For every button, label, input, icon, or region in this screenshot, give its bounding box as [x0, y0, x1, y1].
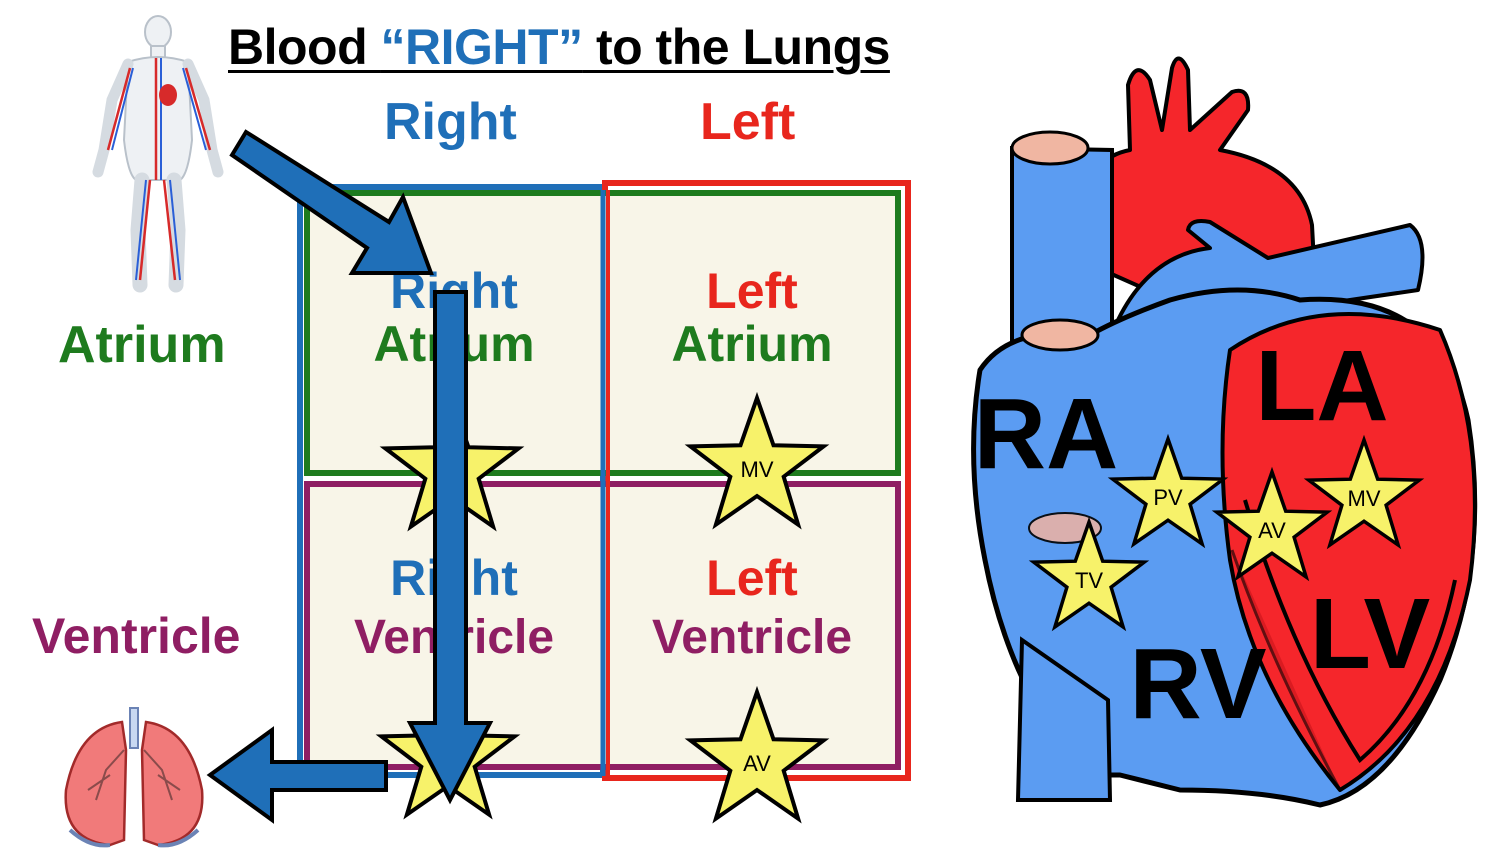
- row-header-ventricle: Ventricle: [32, 608, 241, 664]
- flow-arrow-rv-to-lungs: [206, 726, 388, 824]
- column-header-right: Right: [384, 93, 517, 151]
- aortic-star-grid: AV: [688, 690, 826, 821]
- page-title: Blood “RIGHT” to the Lungs: [228, 18, 890, 76]
- cell-left-atrium-line2: Atrium: [671, 316, 832, 372]
- flow-arrow-ra-to-rv: [406, 290, 494, 805]
- column-header-left: Left: [700, 93, 796, 151]
- heart-valve-label-av: AV: [1258, 518, 1286, 543]
- mitral-star-label: MV: [741, 457, 774, 482]
- heart-valve-star-pv: PV: [1111, 437, 1225, 546]
- heart-label-rv: RV: [1129, 628, 1266, 740]
- heart-valve-star-av: AV: [1215, 470, 1329, 579]
- cell-left-atrium-line1: Left: [706, 263, 798, 319]
- heart-valve-star-mv: MV: [1307, 438, 1421, 547]
- heart-valve-label-tv: TV: [1075, 568, 1103, 593]
- flow-arrow-body-to-ra: [229, 129, 434, 275]
- heart-label-lv: LV: [1310, 578, 1431, 690]
- title-suffix: to the Lungs: [582, 19, 890, 75]
- cell-left-ventricle-line1: Left: [706, 550, 798, 606]
- heart-label-la: LA: [1255, 330, 1388, 442]
- heart-label-ra: RA: [974, 378, 1118, 490]
- title-highlight: “RIGHT”: [380, 19, 584, 75]
- heart-valve-label-mv: MV: [1348, 486, 1381, 511]
- heart-anatomy-icon: RA LA RV LV TV PV AV MV: [971, 56, 1478, 808]
- aortic-star-label: AV: [743, 751, 771, 776]
- row-header-atrium: Atrium: [58, 316, 226, 374]
- heart-valve-star-tv: TV: [1032, 520, 1146, 629]
- cell-left-ventricle-line2: Ventricle: [652, 611, 852, 664]
- title-prefix: Blood: [228, 19, 381, 75]
- human-circulatory-figure-icon: [92, 15, 224, 293]
- heart-valve-label-pv: PV: [1153, 485, 1183, 510]
- mitral-star-grid: MV: [688, 396, 826, 527]
- lungs-icon: [64, 707, 204, 848]
